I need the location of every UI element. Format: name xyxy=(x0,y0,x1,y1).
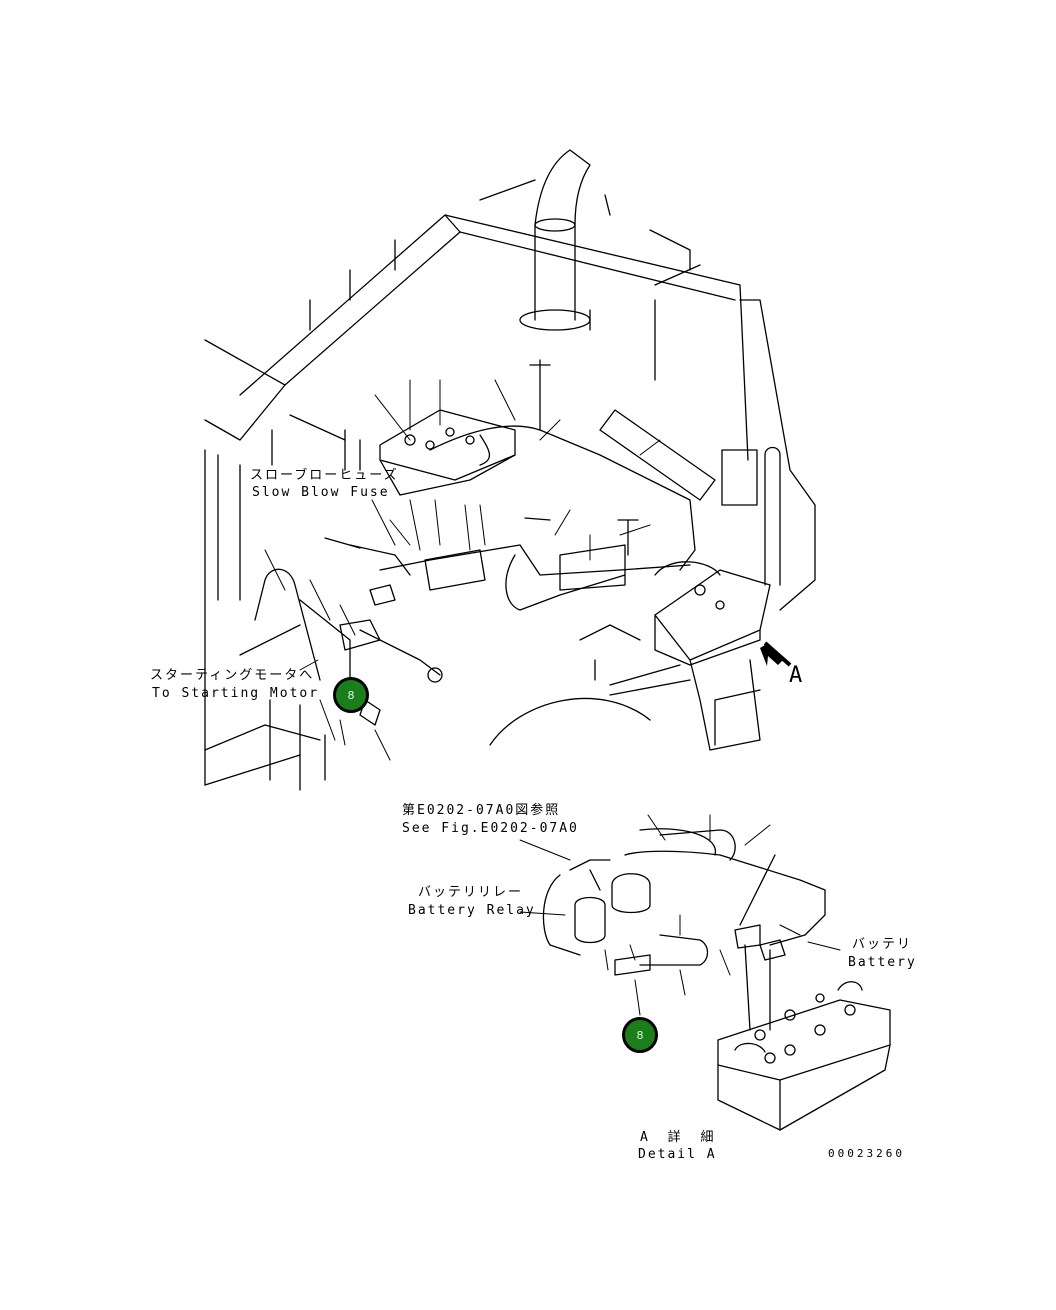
slow-blow-fuse-label-en: Slow Blow Fuse xyxy=(252,485,390,500)
detail-a-drawing xyxy=(519,814,891,1131)
slow-blow-fuse-label-jp: スローブローヒューズ xyxy=(250,468,399,483)
starting-motor-label-jp: スターティングモータへ xyxy=(150,668,315,683)
battery-upper xyxy=(374,379,516,496)
wiring-harness xyxy=(264,359,716,683)
battery-label-jp: バッテリ xyxy=(852,937,913,952)
machine-body-outline xyxy=(204,179,816,791)
starting-motor-label-en: To Starting Motor xyxy=(152,686,320,701)
view-arrow-letter: A xyxy=(789,663,803,688)
see-fig-label-en: See Fig.E0202-07A0 xyxy=(402,821,579,836)
battery-lower xyxy=(654,561,771,751)
detail-a-title-jp: A 詳 細 xyxy=(640,1130,720,1145)
battery-relay-label-jp: バッテリリレー xyxy=(418,885,524,900)
view-arrow-a[interactable] xyxy=(760,641,792,667)
battery-label-en: Battery xyxy=(848,955,917,970)
detail-a-title-en: Detail A xyxy=(638,1147,717,1162)
callout-8-main[interactable]: 8 xyxy=(333,677,369,713)
starting-motor-cable xyxy=(239,568,391,761)
battery-relay-label-en: Battery Relay xyxy=(408,903,536,918)
see-fig-label-jp: 第E0202-07A0図参照 xyxy=(402,803,561,818)
drawing-number: 00023260 xyxy=(828,1147,905,1160)
handrail-right xyxy=(721,446,781,586)
exhaust-stack xyxy=(519,149,591,331)
label-leaders xyxy=(299,499,396,681)
callout-8-detail[interactable]: 8 xyxy=(622,1017,658,1053)
